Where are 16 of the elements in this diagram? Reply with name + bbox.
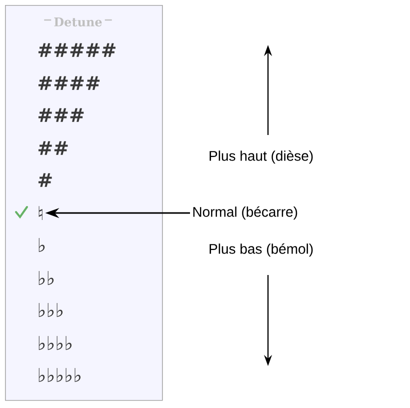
annotation-text: Plus haut (dièse): [210, 150, 313, 164]
menu-item: ♭: [38, 238, 45, 252]
menu-panel: [5, 5, 163, 401]
menu-item: #: [38, 173, 52, 187]
menu-item: #####: [38, 43, 116, 57]
menu-item: ♭♭♭♭: [38, 336, 72, 350]
menu-item: ♭♭: [38, 271, 54, 285]
menu-item: ♭♭♭♭♭: [38, 368, 80, 382]
annotation-text: Normal (bécarre): [193, 206, 298, 220]
menu-heading: Detune: [54, 18, 102, 26]
menu-item: ##: [38, 141, 68, 155]
menu-item: ####: [38, 76, 100, 90]
menu-item: ###: [38, 108, 84, 122]
menu-item: ♮: [38, 206, 42, 220]
menu-item: ♭♭♭: [38, 303, 63, 317]
annotation-text: Plus bas (bémol): [210, 243, 313, 257]
